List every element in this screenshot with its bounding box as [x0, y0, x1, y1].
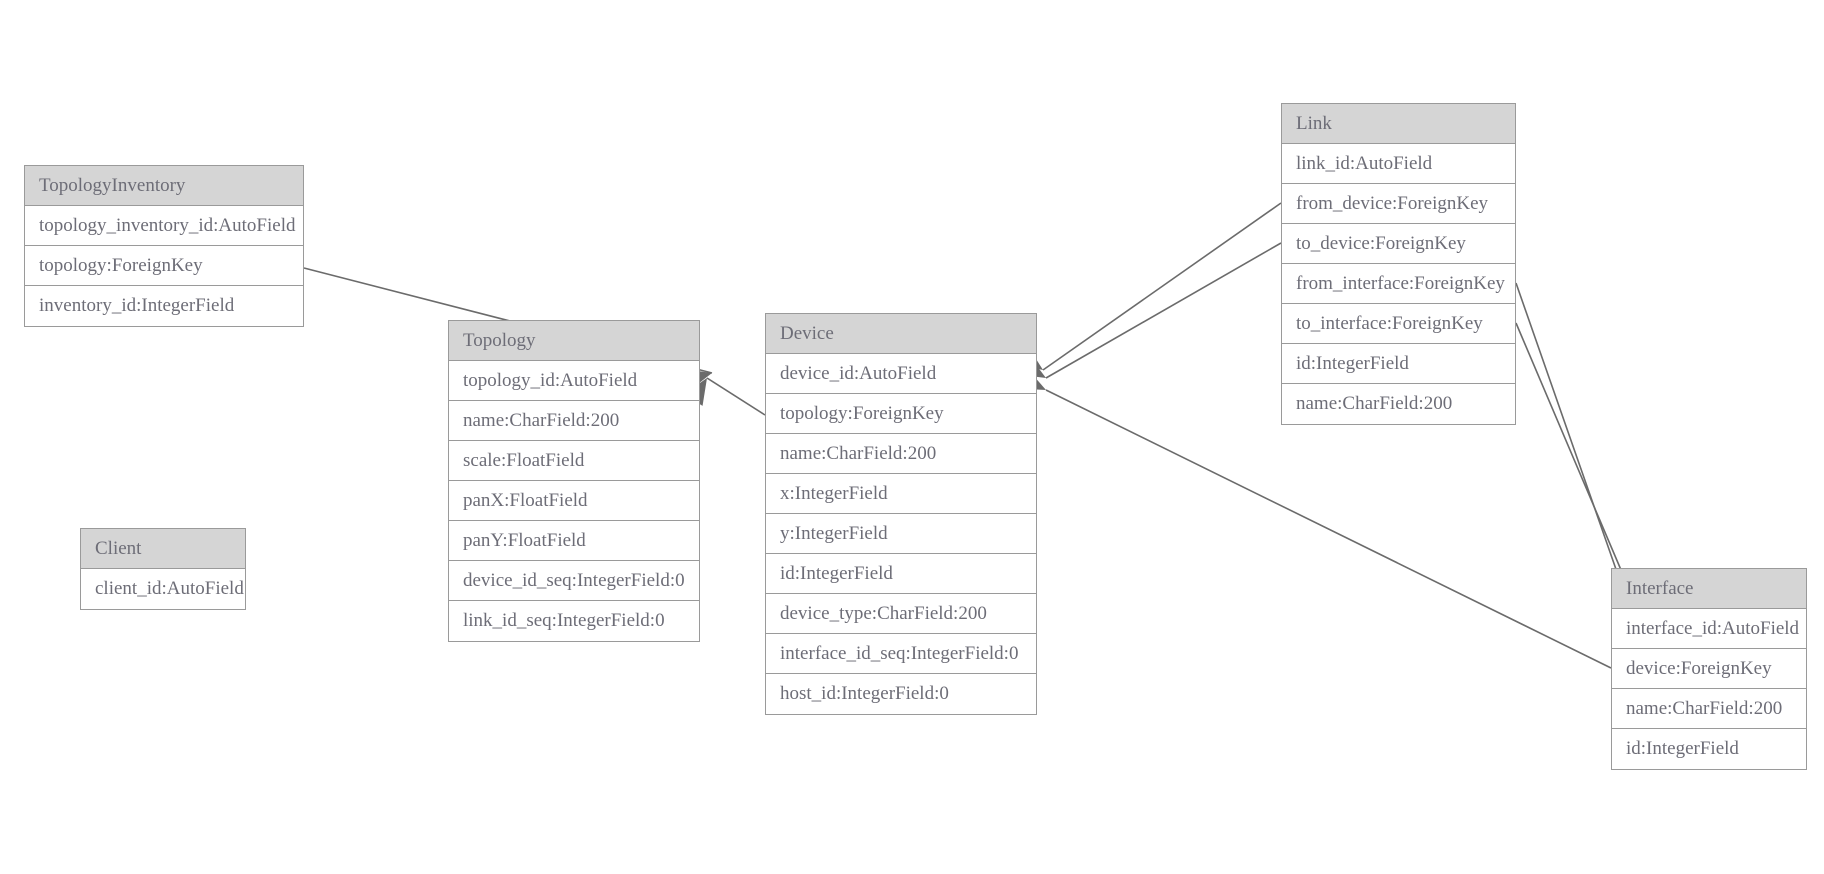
entity-field-row[interactable]: name:CharField:200	[1612, 689, 1806, 729]
entity-field-row[interactable]: topology_inventory_id:AutoField	[25, 206, 303, 246]
entity-field-row[interactable]: id:IntegerField	[1282, 344, 1515, 384]
entity-field-row[interactable]: device_id_seq:IntegerField:0	[449, 561, 699, 601]
entity-field-row[interactable]: client_id:AutoField	[81, 569, 245, 609]
entity-field-row[interactable]: panY:FloatField	[449, 521, 699, 561]
entity-field-row[interactable]: interface_id:AutoField	[1612, 609, 1806, 649]
entity-field-row[interactable]: device:ForeignKey	[1612, 649, 1806, 689]
entity-field-row[interactable]: from_device:ForeignKey	[1282, 184, 1515, 224]
entity-header-link: Link	[1282, 104, 1515, 144]
entity-field-row[interactable]: x:IntegerField	[766, 474, 1036, 514]
entity-field-row[interactable]: interface_id_seq:IntegerField:0	[766, 634, 1036, 674]
entity-field-row[interactable]: id:IntegerField	[1612, 729, 1806, 769]
relationship-line-device-topology	[706, 377, 766, 416]
entity-field-row[interactable]: topology:ForeignKey	[766, 394, 1036, 434]
relationship-line-link-to_interface	[1515, 322, 1625, 578]
entity-field-row[interactable]: topology_id:AutoField	[449, 361, 699, 401]
entity-field-row[interactable]: link_id:AutoField	[1282, 144, 1515, 184]
entity-header-client: Client	[81, 529, 245, 569]
entity-field-row[interactable]: name:CharField:200	[766, 434, 1036, 474]
entity-header-interface: Interface	[1612, 569, 1806, 609]
entity-field-row[interactable]: to_interface:ForeignKey	[1282, 304, 1515, 344]
relationship-line-interface-device	[1045, 389, 1612, 669]
entity-field-row[interactable]: link_id_seq:IntegerField:0	[449, 601, 699, 641]
entity-field-row[interactable]: host_id:IntegerField:0	[766, 674, 1036, 714]
entity-header-topology: Topology	[449, 321, 699, 361]
entity-field-row[interactable]: from_interface:ForeignKey	[1282, 264, 1515, 304]
entity-field-row[interactable]: scale:FloatField	[449, 441, 699, 481]
entity-field-row[interactable]: id:IntegerField	[766, 554, 1036, 594]
relationship-line-link-to_device	[1045, 242, 1282, 379]
relationship-line-link-from_device	[1042, 202, 1282, 371]
entity-header-topology_inventory: TopologyInventory	[25, 166, 303, 206]
entity-field-row[interactable]: name:CharField:200	[449, 401, 699, 441]
entity-field-row[interactable]: name:CharField:200	[1282, 384, 1515, 424]
entity-field-row[interactable]: y:IntegerField	[766, 514, 1036, 554]
entity-field-row[interactable]: device_id:AutoField	[766, 354, 1036, 394]
entity-field-row[interactable]: inventory_id:IntegerField	[25, 286, 303, 326]
entity-field-row[interactable]: topology:ForeignKey	[25, 246, 303, 286]
relationship-line-link-from_interface	[1515, 282, 1619, 576]
entity-field-row[interactable]: device_type:CharField:200	[766, 594, 1036, 634]
entity-field-row[interactable]: to_device:ForeignKey	[1282, 224, 1515, 264]
entity-field-row[interactable]: panX:FloatField	[449, 481, 699, 521]
entity-header-device: Device	[766, 314, 1036, 354]
